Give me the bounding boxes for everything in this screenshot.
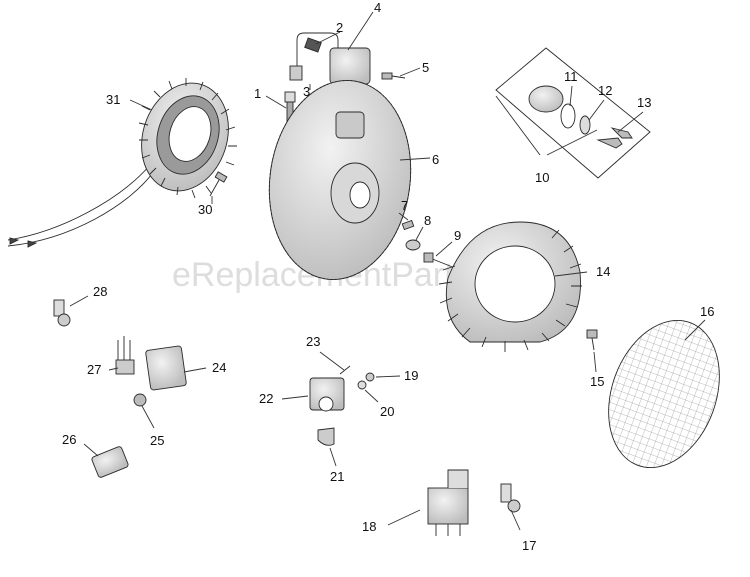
callout-27: 27: [87, 362, 101, 377]
callout-26: 26: [62, 432, 76, 447]
callout-24: 24: [212, 360, 226, 375]
callout-6: 6: [432, 152, 439, 167]
callout-2: 2: [336, 20, 343, 35]
callout-25: 25: [150, 433, 164, 448]
flywheel-part: [268, 80, 412, 280]
rectifier-part: [309, 365, 351, 412]
callout-30: 30: [198, 202, 212, 217]
callout-8: 8: [424, 213, 431, 228]
callout-17: 17: [522, 538, 536, 553]
callout-15: 15: [590, 374, 604, 389]
screw-5-part: [381, 72, 406, 80]
rotating-screen-part: [608, 319, 720, 469]
leader-lines: [69, 11, 706, 531]
callout-19: 19: [404, 368, 418, 383]
ignition-coil-part: [289, 32, 371, 85]
callout-28: 28: [93, 284, 107, 299]
callout-21: 21: [330, 469, 344, 484]
callout-16: 16: [700, 304, 714, 319]
callout-4: 4: [374, 0, 381, 15]
clamp-28-part: [53, 299, 71, 327]
callout-10: 10: [535, 170, 549, 185]
clip-21-part: [317, 427, 335, 446]
callout-1: 1: [254, 86, 261, 101]
clamp-17-part: [500, 483, 521, 513]
callout-18: 18: [362, 519, 376, 534]
callout-20: 20: [380, 404, 394, 419]
blower-housing-part: [438, 221, 582, 352]
connector-26-part: [91, 446, 129, 478]
callout-12: 12: [598, 83, 612, 98]
callout-22: 22: [259, 391, 273, 406]
key-washer-screw-part: [401, 219, 461, 271]
callout-9: 9: [454, 228, 461, 243]
regulator-part: [115, 336, 187, 407]
nut-washer-part: [357, 372, 375, 390]
relay-part: [427, 469, 469, 536]
key-switch-part: [495, 47, 651, 179]
stator-part: [7, 78, 237, 248]
callout-31: 31: [106, 92, 120, 107]
callout-5: 5: [422, 60, 429, 75]
callout-23: 23: [306, 334, 320, 349]
callout-labels: 1 2 3 4 5 6 7 8 9 10 11 12 13 14 15 16 1…: [62, 0, 714, 553]
screw-15-part: [586, 329, 598, 351]
callout-7: 7: [401, 198, 408, 213]
callout-11: 11: [564, 69, 578, 84]
callout-14: 14: [596, 264, 610, 279]
screw-30-part: [209, 171, 228, 197]
callout-13: 13: [637, 95, 651, 110]
callout-3: 3: [303, 84, 310, 99]
